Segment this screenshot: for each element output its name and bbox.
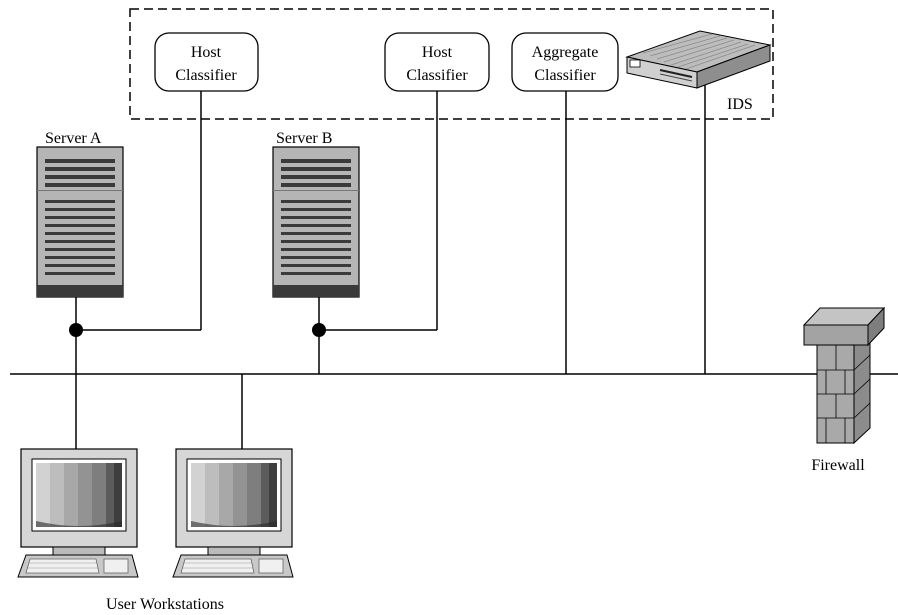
firewall-label: Firewall bbox=[811, 457, 865, 474]
user-workstations-label: User Workstations bbox=[106, 596, 224, 613]
host-classifier-1-line2: Classifier bbox=[175, 67, 237, 84]
server-b-icon bbox=[272, 146, 360, 298]
host-classifier-1-line1: Host bbox=[191, 44, 222, 61]
ids-label: IDS bbox=[727, 96, 753, 113]
network-links bbox=[10, 82, 898, 449]
server-a-junction bbox=[69, 323, 83, 337]
aggregate-classifier-line2: Classifier bbox=[534, 67, 596, 84]
classifier-region bbox=[129, 8, 774, 120]
firewall-icon bbox=[802, 306, 886, 445]
server-b-junction bbox=[312, 323, 326, 337]
server-a-label: Server A bbox=[45, 130, 102, 147]
host-classifier-2-line2: Classifier bbox=[406, 67, 468, 84]
server-a-icon bbox=[36, 146, 124, 298]
workstation-1-icon bbox=[17, 448, 139, 578]
aggregate-classifier: Aggregate Classifier bbox=[511, 32, 619, 92]
host-classifier-2: Host Classifier bbox=[384, 32, 490, 92]
server-b-label: Server B bbox=[276, 130, 332, 147]
workstation-2-icon bbox=[172, 448, 294, 578]
host-classifier-1: Host Classifier bbox=[154, 32, 259, 92]
aggregate-classifier-line1: Aggregate bbox=[532, 44, 599, 61]
host-classifier-2-line1: Host bbox=[422, 44, 453, 61]
ids-appliance-icon bbox=[625, 30, 772, 89]
